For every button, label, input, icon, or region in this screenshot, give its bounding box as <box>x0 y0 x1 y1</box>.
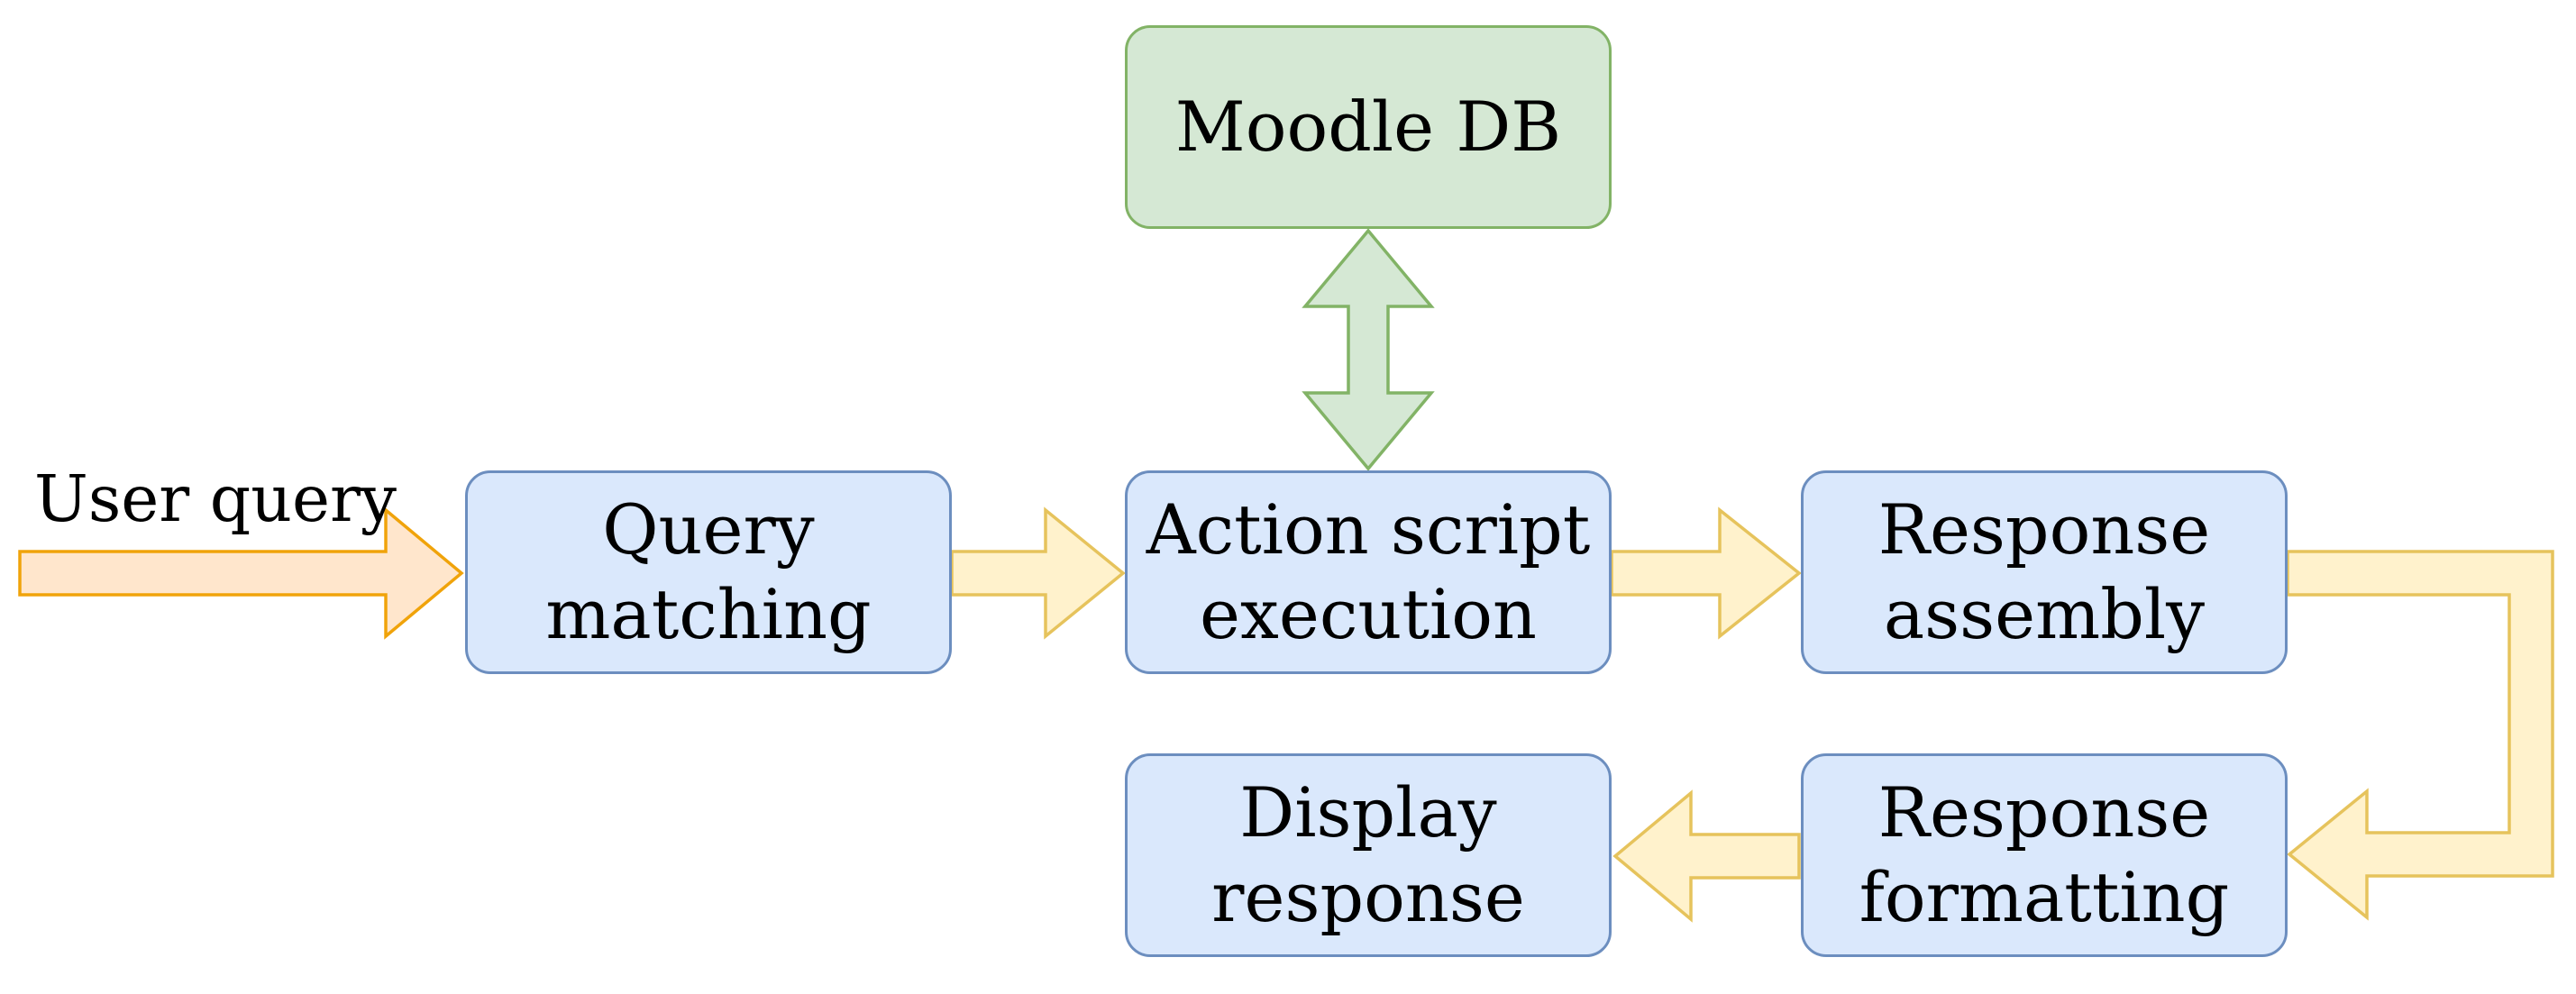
arrow-query-to-action <box>950 506 1126 640</box>
input-arrow <box>18 506 464 640</box>
user-query-label: User query <box>34 461 397 536</box>
response-formatting-node: Response formatting <box>1801 753 2288 957</box>
arrow-assembly-to-formatting <box>2286 550 2554 921</box>
moodle-db-node: Moodle DB <box>1125 25 1612 229</box>
arrow-db-bidirectional <box>1302 228 1435 471</box>
query-matching-node: Query matching <box>465 470 952 674</box>
action-script-execution-node: Action script execution <box>1125 470 1612 674</box>
display-response-node: Display response <box>1125 753 1612 957</box>
arrow-formatting-to-display <box>1612 789 1801 923</box>
response-assembly-node: Response assembly <box>1801 470 2288 674</box>
arrow-action-to-assembly <box>1610 506 1802 640</box>
